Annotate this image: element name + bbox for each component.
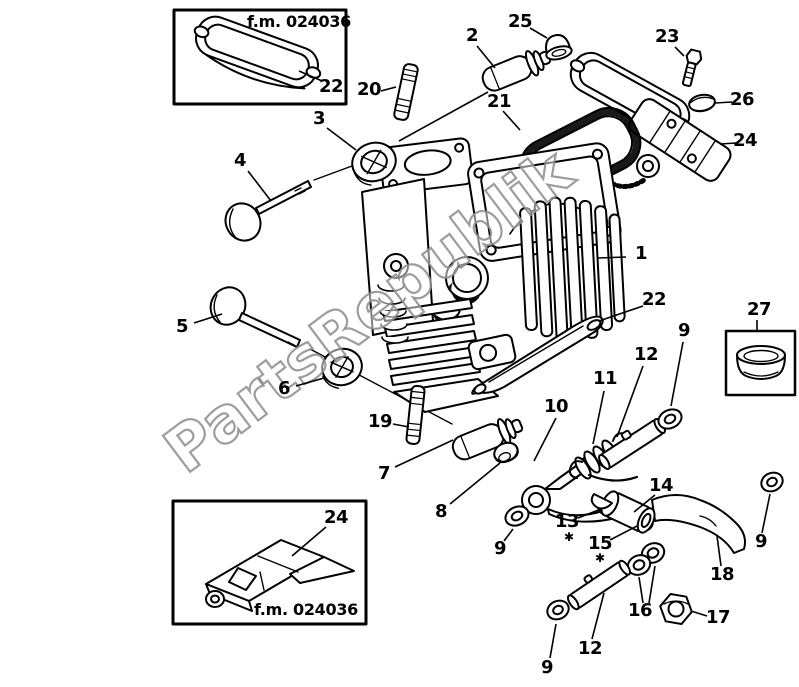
- part-24-reed-plate-boxed: [205, 539, 355, 612]
- leader-line-20: [380, 86, 397, 92]
- part-25-plug: [545, 33, 573, 61]
- part-16-washers: [626, 542, 666, 576]
- part-17-nut: [659, 593, 693, 625]
- leader-line-22b: [598, 305, 644, 322]
- leader-line-3: [326, 127, 357, 151]
- part-8-cap: [493, 441, 519, 464]
- leader-line-10: [533, 417, 557, 462]
- leader-line-7: [394, 439, 454, 468]
- part-19-stud: [405, 384, 426, 445]
- fm-number-top-box: f.m. 024036: [247, 12, 351, 31]
- part-1-cylinder-head: [309, 137, 626, 425]
- leader-line-16: [638, 576, 644, 604]
- part-3-valve-seal: [351, 141, 397, 186]
- leader-line-18: [716, 535, 722, 567]
- part-22-valve-cover-boxed: [193, 15, 322, 90]
- leader-line-9b: [670, 341, 684, 407]
- leader-line-15: [609, 525, 638, 541]
- leader-line-14: [633, 494, 656, 513]
- part-24-head-cover: [569, 51, 732, 189]
- part-27-cup: [736, 345, 786, 380]
- part-9-washer-b: [657, 408, 683, 430]
- part-9-washer-a: [504, 505, 530, 527]
- leader-line-25: [529, 27, 548, 39]
- leader-line-24a: [719, 142, 737, 145]
- leader-line-21: [502, 110, 521, 131]
- leader-line-2: [476, 45, 496, 69]
- part-20-stud: [393, 63, 419, 121]
- leader-line-2: [398, 91, 489, 142]
- leader-line-9a: [503, 528, 514, 542]
- leader-line-13: [577, 508, 602, 519]
- part-9-washer-d: [546, 599, 570, 621]
- part-23-bolt: [681, 48, 703, 87]
- leader-line-12b: [591, 592, 605, 640]
- part-9-washer-c: [760, 471, 784, 493]
- part-18-rocker-arm: [590, 490, 746, 554]
- leader-line-11: [592, 390, 605, 445]
- leader-line-16: [648, 565, 656, 604]
- leader-line-4: [247, 170, 272, 202]
- leader-line-8: [449, 462, 501, 505]
- part-4-valve: [224, 180, 312, 242]
- leader-line-5: [193, 313, 223, 324]
- part-12-shaft-lower: [566, 559, 632, 611]
- part-7-tappet-cover: [451, 418, 524, 461]
- leader-line-24b: [291, 526, 327, 557]
- part-22-side-cover: [471, 315, 604, 395]
- leader-line-26: [714, 101, 733, 104]
- leader-line-9d: [549, 623, 557, 659]
- leader-line-17: [690, 610, 708, 617]
- inset-box-frames: [171, 8, 797, 626]
- part-6-valve-seal: [321, 347, 363, 389]
- leader-line-22a: [298, 70, 323, 82]
- leader-line-19: [392, 423, 410, 428]
- leader-line-1: [597, 256, 627, 259]
- leader-line-12a: [616, 365, 644, 438]
- part-26-cap: [688, 93, 716, 113]
- leader-line-6: [295, 377, 325, 387]
- leader-line-9c: [761, 493, 771, 534]
- leader-line-23: [674, 46, 685, 57]
- fm-number-bottom-box: f.m. 024036: [254, 600, 358, 619]
